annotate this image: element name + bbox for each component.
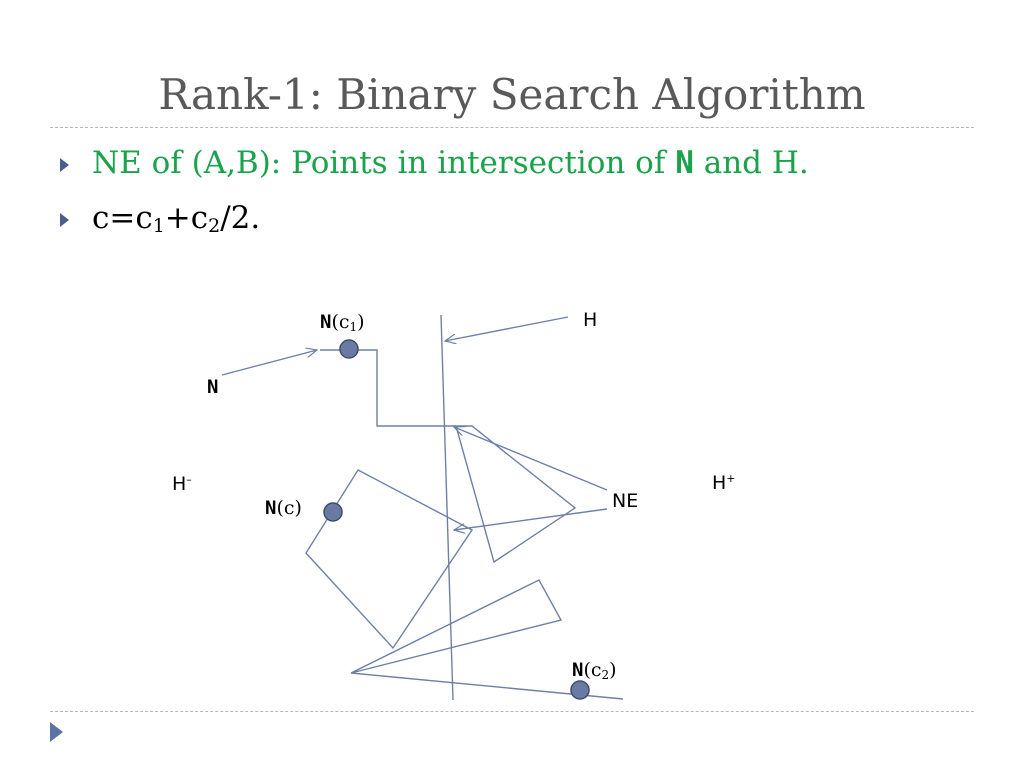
label-ne: NE <box>612 490 639 512</box>
bullet-1: NE of (A,B): Points in intersection of N… <box>92 145 809 181</box>
label-h: H <box>583 309 598 331</box>
formula-part: /2. <box>220 200 261 236</box>
label-text: (c <box>583 659 602 681</box>
point-n-c1 <box>339 339 359 359</box>
label-text: (c <box>331 311 350 333</box>
n-c2-shape <box>350 579 563 674</box>
label-bold: N <box>207 376 219 398</box>
bullet-1-prefix: NE of (A,B): Points in intersection of <box>92 145 676 181</box>
label-n-c1: N(c1) <box>320 311 365 333</box>
label-text: (c) <box>276 497 302 519</box>
label-text: ) <box>357 311 365 333</box>
formula-subscript: 2 <box>208 215 221 237</box>
ne-region-shape <box>455 425 577 564</box>
bullet-arrow-icon <box>60 213 69 227</box>
n-c1-shape <box>320 349 456 427</box>
bottom-divider <box>50 711 974 712</box>
arrow-ne-1 <box>454 427 608 491</box>
bullet-2: c=c1+c2/2. <box>92 200 260 236</box>
label-n-c: N(c) <box>265 497 302 519</box>
label-text: ) <box>609 659 617 681</box>
bullet-arrow-icon <box>60 158 69 172</box>
arrow-h <box>445 316 569 341</box>
formula-subscript: 1 <box>152 215 165 237</box>
hyperplane-h-line <box>440 314 454 701</box>
label-subscript: 2 <box>601 668 610 682</box>
point-n-c <box>323 502 343 522</box>
bullet-1-strong: N <box>675 145 694 181</box>
label-h-minus: H– <box>172 473 192 495</box>
point-n-c2 <box>570 680 590 700</box>
bullet-1-suffix: and H. <box>693 145 809 181</box>
label-superscript: + <box>726 472 736 485</box>
label-text: H <box>172 473 187 495</box>
formula-part: c=c <box>92 200 153 236</box>
label-bold: N <box>572 659 584 681</box>
label-n: N <box>207 376 218 398</box>
label-text: H <box>712 472 727 494</box>
label-h-plus: H+ <box>712 472 736 494</box>
arrow-n <box>221 350 317 376</box>
label-n-c2: N(c2) <box>572 659 617 681</box>
label-bold: N <box>320 311 332 333</box>
top-divider <box>50 127 974 128</box>
slide-title: Rank-1: Binary Search Algorithm <box>158 70 866 119</box>
label-bold: N <box>265 497 277 519</box>
n-c-shape <box>305 469 474 650</box>
formula-part: +c <box>164 200 209 236</box>
label-superscript: – <box>186 473 192 486</box>
next-slide-icon[interactable] <box>50 722 63 742</box>
arrow-ne-2 <box>454 508 608 530</box>
label-subscript: 1 <box>349 320 358 334</box>
